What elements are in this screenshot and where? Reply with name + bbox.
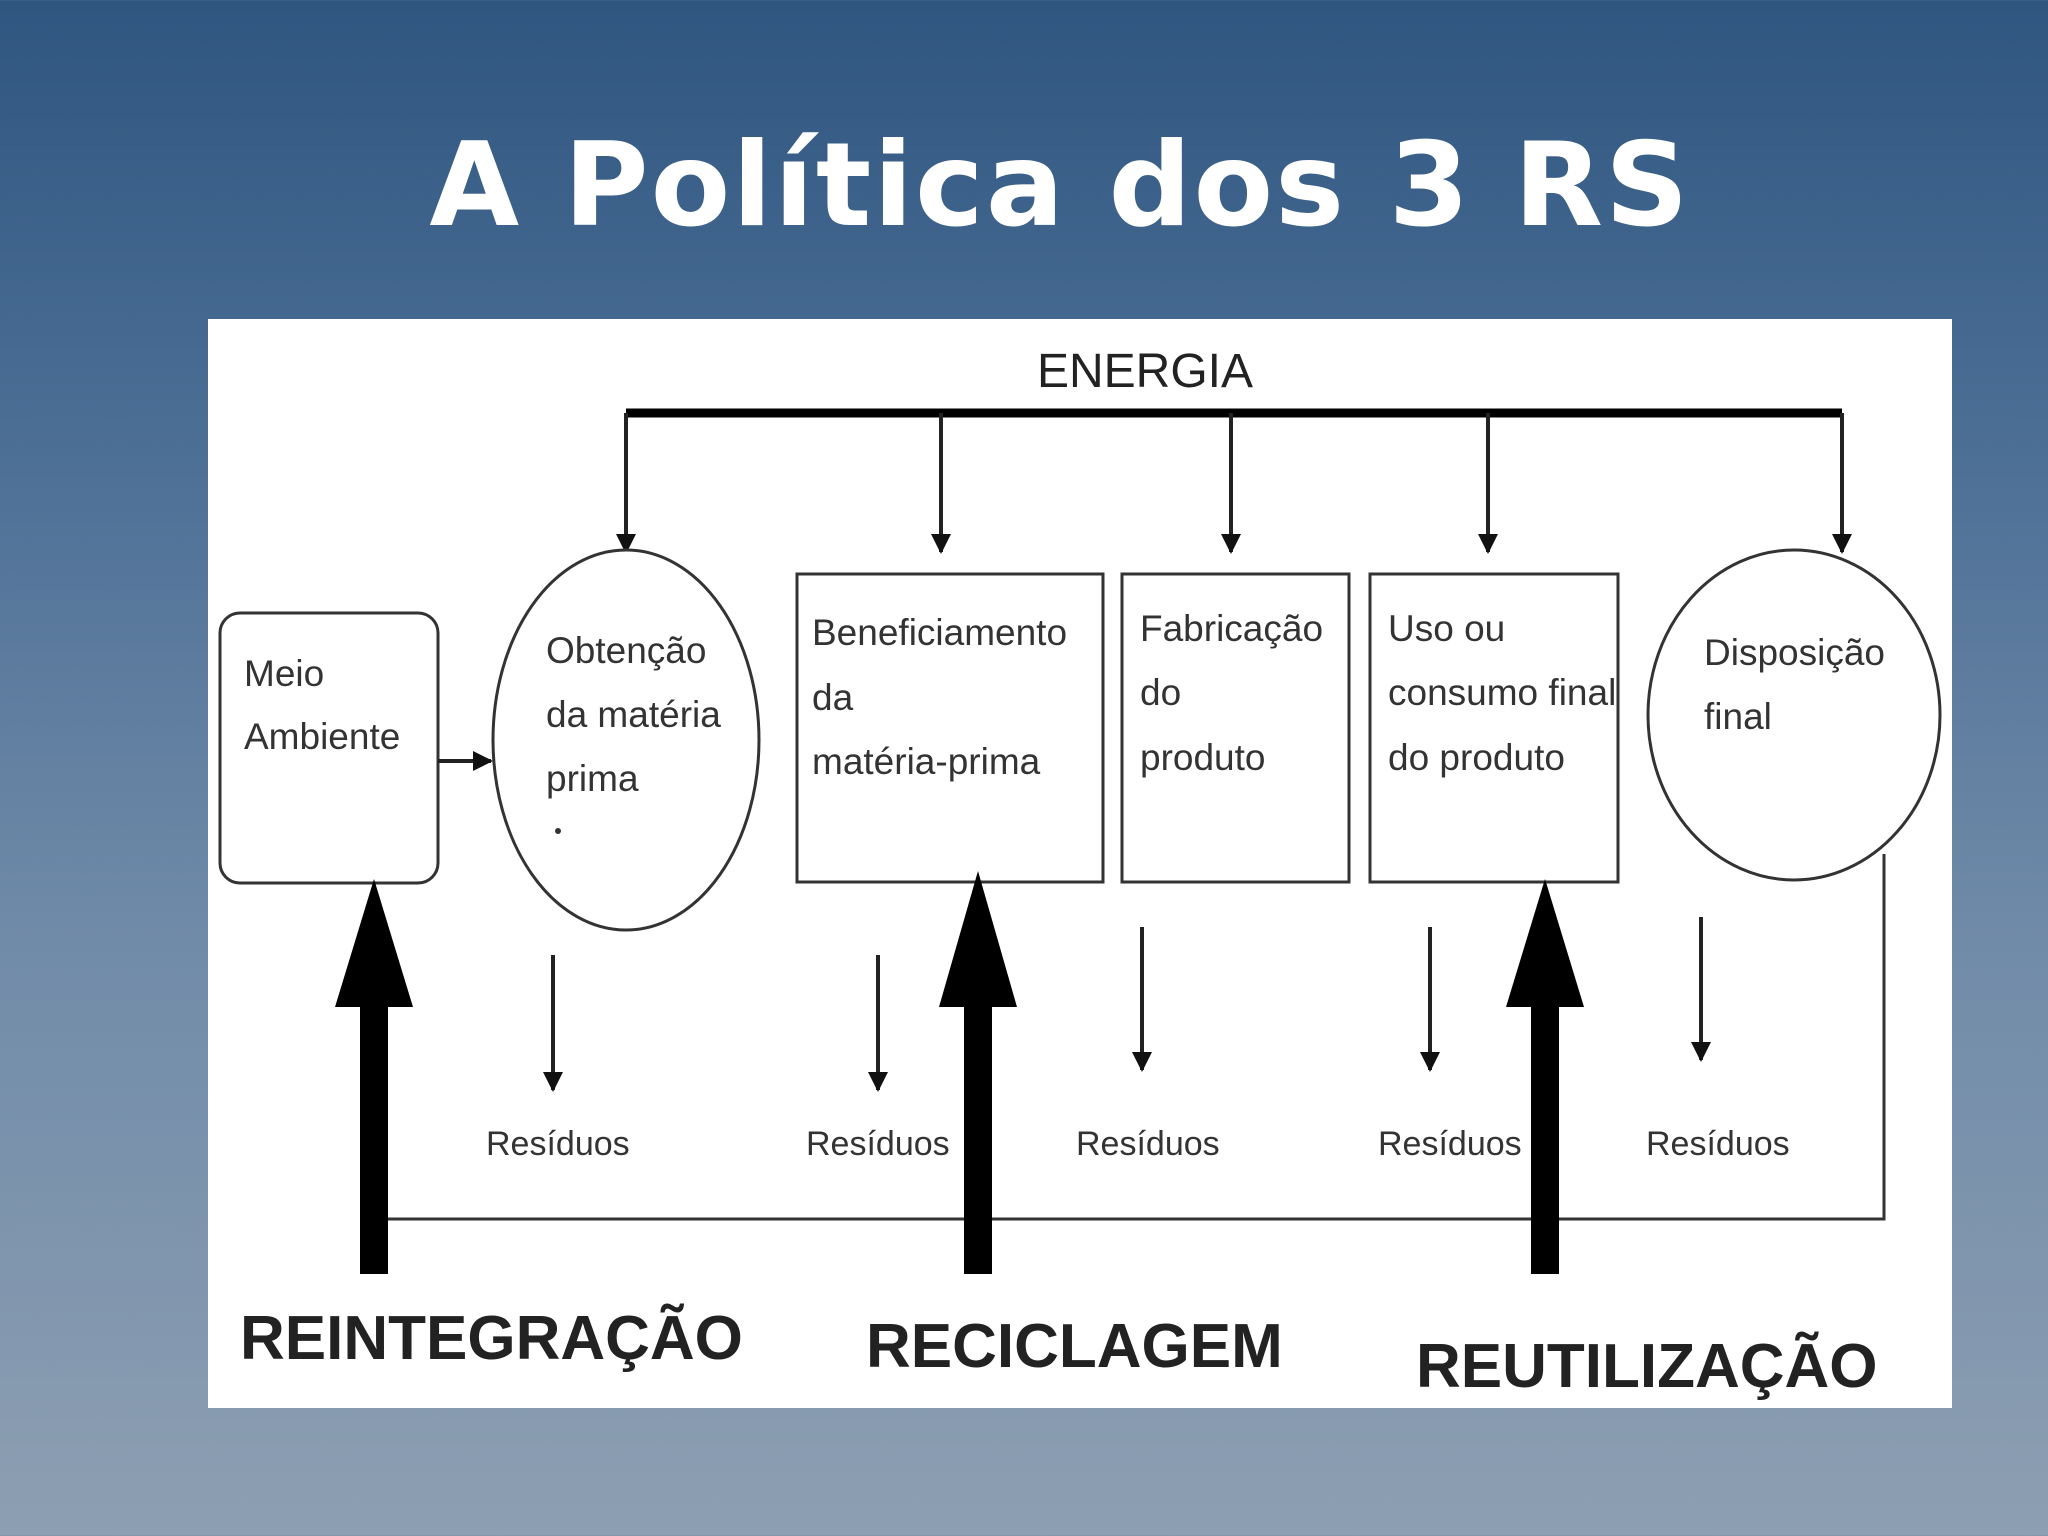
reutilizacao-arrow xyxy=(1506,879,1584,1274)
residue-label-3: Resíduos xyxy=(1076,1125,1220,1163)
energy-label: ENERGIA xyxy=(1037,345,1253,398)
slide-title: A Política dos 3 RS xyxy=(429,118,1691,253)
residue-label-1: Resíduos xyxy=(486,1125,630,1163)
node-uso-label: Uso ou consumo final do produto xyxy=(1388,608,1627,778)
node-fabricacao-label: Fabricação do produto xyxy=(1140,608,1333,778)
node-fabricacao xyxy=(1120,572,1351,884)
node-disposicao xyxy=(1646,548,1942,882)
node-beneficiamento-label: Beneficiamento da matéria-prima xyxy=(812,612,1077,782)
node-obtencao-label: Obtenção da matéria prima xyxy=(546,630,731,799)
residue-label-4: Resíduos xyxy=(1378,1125,1522,1163)
diagram-canvas: ENERGIA Meio Ambiente Obtenção da matéri… xyxy=(218,345,1942,1401)
residue-label-5: Resíduos xyxy=(1646,1125,1790,1163)
node-meio-ambiente xyxy=(218,611,440,885)
reintegracao-arrow xyxy=(335,879,413,1274)
node-meio-ambiente-label: Meio Ambiente xyxy=(244,653,400,757)
label-reutilizacao: REUTILIZAÇÃO xyxy=(1416,1332,1878,1401)
obtencao-dot xyxy=(555,828,561,834)
label-reintegracao: REINTEGRAÇÃO xyxy=(240,1304,743,1373)
node-obtencao xyxy=(491,548,761,932)
return-flow-line xyxy=(374,854,1886,1221)
reciclagem-arrow xyxy=(939,871,1017,1274)
label-reciclagem: RECICLAGEM xyxy=(866,1312,1283,1381)
node-uso xyxy=(1368,572,1620,884)
node-beneficiamento xyxy=(795,572,1105,884)
diagram-panel: ENERGIA Meio Ambiente Obtenção da matéri… xyxy=(208,319,1952,1408)
residue-label-2: Resíduos xyxy=(806,1125,950,1163)
node-disposicao-label: Disposição final xyxy=(1704,632,1895,737)
